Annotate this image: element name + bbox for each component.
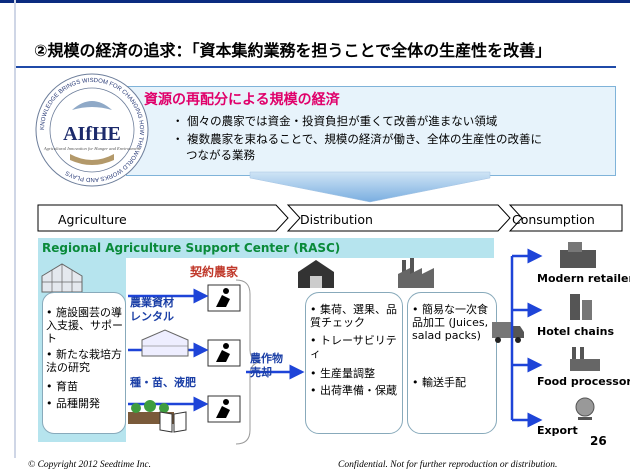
value-chain-stages [37, 204, 623, 232]
seeds-fertilizer-label: 種・苗、液肥 [130, 376, 196, 389]
confidential-notice: Confidential. Not for further reproducti… [338, 460, 558, 470]
retail-building-icon [560, 242, 596, 268]
greenhouse-icon [41, 263, 83, 293]
copyright: © Copyright 2012 Seedtime Inc. [28, 460, 152, 470]
stage-consumption: Consumption [512, 212, 595, 227]
logo-subtext: Agricultural Innovation for Hunger and E… [43, 146, 141, 151]
economy-heading: 資源の再配分による規模の経済 [144, 92, 340, 108]
farm-item-1: • 施設園芸の導入支援、サポート [46, 306, 123, 345]
truck-icon [492, 322, 524, 343]
rasc-band [38, 238, 494, 258]
farm-item-3: • 育苗 [46, 380, 78, 393]
distribution-box-2 [407, 292, 497, 434]
greenhouse-small-icon [141, 329, 189, 357]
economy-bullet-3: つながる業務 [186, 148, 255, 162]
equipment-rental-label: 農業資材 レンタル [130, 296, 174, 323]
top-band [0, 0, 630, 3]
farmer-icon-2 [207, 339, 241, 367]
dest-hotel-chains: Hotel chains [537, 325, 615, 338]
economy-bullet-1: ・ 個々の農家では資金・投資負担が重くて改善が進まない領域 [172, 114, 498, 128]
globe-icon [575, 397, 595, 420]
sales-arrow [246, 364, 305, 380]
farmer-icon-1 [207, 284, 241, 312]
big-down-arrow [249, 171, 491, 203]
contract-farmers-label: 契約農家 [190, 265, 239, 279]
farm-item-4: • 品種開発 [46, 397, 100, 410]
stage-distribution: Distribution [300, 212, 373, 227]
dest-food-processors: Food processors [537, 375, 630, 388]
hotel-building-icon [570, 294, 592, 320]
farmer-brace [235, 279, 261, 445]
warehouse-icon [298, 260, 334, 288]
distribution-box-1 [305, 292, 403, 434]
farmer-icon-3 [207, 395, 241, 423]
dist2-item-1: • 簡易な一次食品加工 (Juices, salad packs) [412, 303, 489, 342]
title-rule [16, 66, 616, 68]
farm-item-2: • 新たな栽培方法の研究 [46, 348, 122, 374]
sales-label: 農作物 売却 [250, 352, 283, 379]
processor-factory-icon [570, 347, 600, 371]
page-number: 26 [590, 434, 607, 448]
rasc-label: Regional Agriculture Support Center (RAS… [42, 241, 341, 255]
book-icon [159, 411, 187, 433]
dist2-item-2: • 輸送手配 [412, 376, 466, 389]
farm-support-box [42, 292, 126, 434]
logo-text: AIfHE [63, 123, 121, 145]
dist1-item-3: • 生産量調整 [310, 367, 375, 380]
dist1-item-4: • 出荷準備・保蔵 [310, 384, 397, 397]
aifhe-logo: KNOWLEDGE BRINGS WISDOM FOR CHANGING HOW… [35, 73, 149, 187]
dist1-item-2: • トレーサビリティ [310, 334, 397, 360]
consumption-arrows [510, 248, 543, 428]
dest-export: Export [537, 424, 578, 437]
page-title: ②規模の経済の追求：「資本集約業務を担うことで全体の生産性を改善」 [34, 41, 552, 60]
footer [0, 458, 630, 472]
dist1-item-1: • 集荷、選果、品質チェック [310, 303, 397, 329]
dest-modern-retailers: Modern retailers [537, 272, 630, 285]
stage-agriculture: Agriculture [58, 212, 127, 227]
left-rule [14, 0, 16, 460]
economy-box [126, 86, 616, 176]
economy-bullet-2: ・ 複数農家を束ねることで、規模の経済が働き、全体の生産性の改善に [172, 132, 543, 146]
factory-icon [398, 258, 434, 288]
